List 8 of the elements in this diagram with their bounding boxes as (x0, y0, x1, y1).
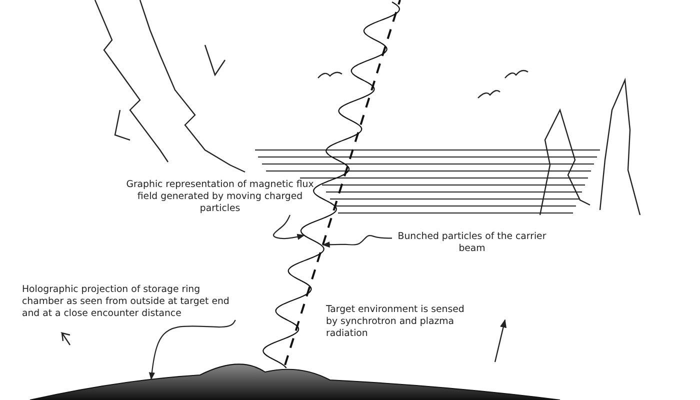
callout-text: Bunched particles of the carrier beam (392, 231, 552, 255)
leader-line (272, 214, 305, 240)
leader-line (322, 234, 392, 248)
callout-text: Graphic representation of magnetic flux field generated by moving charged particles (120, 179, 320, 215)
note-text: Target environment is sensed by synchrotron and plazma radiation (326, 304, 466, 340)
storage-ring-drawing (30, 364, 560, 400)
leader-line (148, 320, 236, 380)
callout-text: Holographic projection of storage ring chamber as seen from outside at target end and at a close encounter distance (22, 284, 242, 320)
